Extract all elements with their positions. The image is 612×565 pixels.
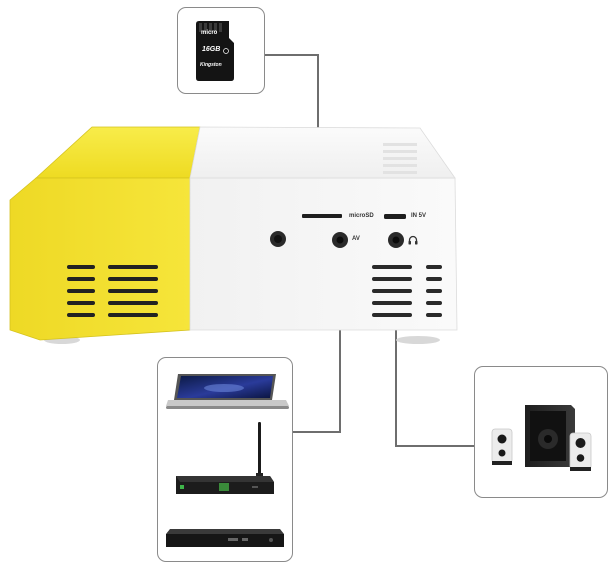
front-vents-left (67, 265, 158, 317)
microsd-slot (302, 214, 342, 218)
power-port-label: IN 5V (411, 213, 427, 219)
audio-callout (474, 366, 608, 498)
laptop-icon (166, 374, 289, 409)
side-vents (372, 265, 442, 317)
power-port (384, 214, 406, 219)
headphone-icon (408, 235, 418, 245)
sd-card-prefix: micro (201, 30, 218, 36)
tv-box-router-icon (176, 422, 274, 494)
microsd-card-icon (196, 21, 234, 81)
top-vent-ribs (383, 143, 417, 174)
microsd-port-label: microSD (349, 213, 374, 219)
sd-card-callout: micro 16GB Kingston (177, 7, 265, 94)
sd-card-brand: Kingston (200, 62, 222, 68)
speaker-system-icon (491, 405, 592, 471)
sd-card-capacity: 16GB (202, 46, 221, 53)
dvd-player-icon (166, 529, 284, 547)
av-port-label: AV (352, 236, 360, 242)
video-devices-callout (157, 357, 293, 562)
